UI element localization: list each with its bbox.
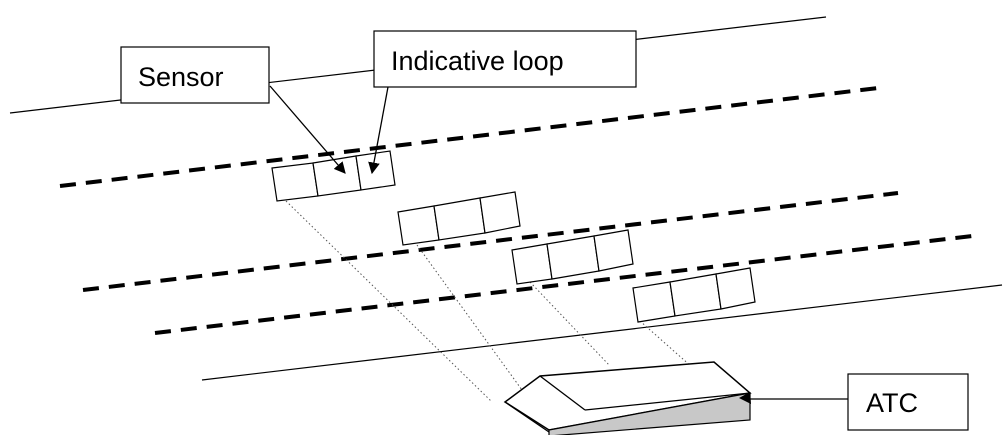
- indicative-loop: [479, 191, 521, 234]
- sensor-loop: [312, 155, 362, 197]
- indicative-loop-label: Indicative loop: [391, 46, 564, 76]
- sensor-label: Sensor: [138, 62, 224, 92]
- lane-divider-2: [82, 191, 899, 292]
- atc-cabinet-top: [503, 361, 752, 431]
- cable-2: [416, 244, 523, 391]
- loop-group-1: [271, 150, 396, 202]
- lane-divider-3: [154, 234, 973, 335]
- cable-3: [529, 281, 611, 367]
- indicative-loop: [715, 267, 756, 310]
- atc-cabinet-edge: [584, 392, 751, 411]
- indicative-loop-arrow: [368, 86, 389, 175]
- sensor-loop: [271, 162, 319, 202]
- sensor-loop: [632, 281, 676, 323]
- loop-group-2: [397, 191, 521, 246]
- loop-group-4: [632, 267, 756, 323]
- atc-label: ATC: [866, 388, 918, 418]
- sensor-callout: Sensor: [120, 46, 346, 174]
- sensor-loop: [397, 205, 440, 246]
- atc-callout: ATC: [847, 373, 969, 431]
- atc-cabinet-edge: [504, 401, 550, 433]
- atc-cabinet-edge: [539, 375, 586, 411]
- indicative-loop-callout: Indicative loop: [368, 30, 637, 175]
- sensor-loop: [433, 197, 486, 241]
- cable-4: [639, 320, 694, 369]
- sensor-loop: [511, 243, 553, 285]
- sensor-arrow: [269, 85, 346, 174]
- indicative-loop-label-box: [373, 30, 637, 88]
- atc-cabinet-connector: [739, 392, 751, 404]
- sensor-loop: [546, 235, 600, 280]
- sensor-label-box: [120, 46, 270, 104]
- lane-divider-1: [59, 86, 879, 188]
- indicative-loop: [593, 229, 634, 272]
- atc-cabinet: [503, 361, 752, 435]
- atc-cabinet-side: [548, 392, 751, 435]
- atc-label-box: [847, 373, 969, 431]
- road-edge-bottom: [201, 284, 1003, 381]
- loop-group-3: [511, 229, 634, 285]
- sensor-loop: [669, 273, 722, 317]
